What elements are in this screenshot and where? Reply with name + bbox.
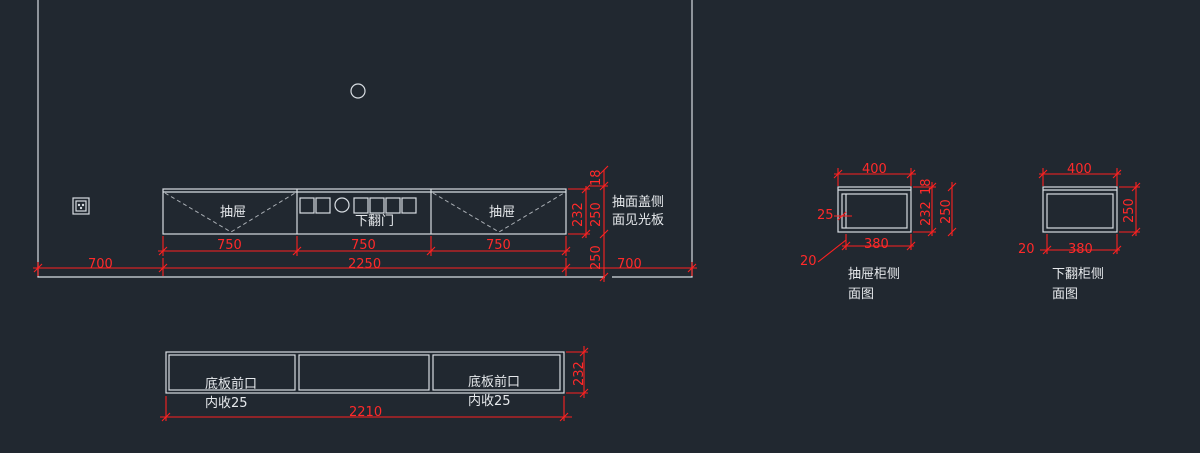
note-line1: 抽面盖侧: [612, 195, 664, 210]
ds-dim-25: 25: [817, 208, 834, 223]
flip-side-caption-1: 下翻柜侧: [1052, 267, 1104, 282]
bottom-plan: [165, 351, 565, 394]
flip-side-view: [1038, 168, 1141, 255]
flip-side-caption-2: 面图: [1052, 287, 1078, 302]
fs-dim-250: 250: [1122, 198, 1137, 223]
flip-door-label: 下翻门: [355, 214, 394, 229]
dim-700-right: 700: [617, 257, 642, 272]
bottom-left-label-1: 底板前口: [205, 376, 257, 392]
dim-2250: 2250: [348, 257, 381, 272]
dim-2210: 2210: [349, 405, 382, 420]
drawer-side-caption-1: 抽屉柜侧: [848, 267, 900, 282]
dim-250: 250: [589, 202, 604, 227]
wall-socket-icon: [72, 197, 90, 215]
fs-dim-380: 380: [1068, 242, 1093, 257]
dim-750-c: 750: [486, 238, 511, 253]
ds-dim-232: 232: [919, 201, 934, 226]
socket-row-icon: [299, 197, 417, 214]
note-line2: 面见光板: [612, 213, 664, 228]
lamp-circle-icon: [350, 83, 366, 99]
bottom-right-label-1: 底板前口: [468, 374, 520, 390]
dim-750-a: 750: [217, 238, 242, 253]
front-dimensions: [33, 165, 697, 282]
dim-700-left: 700: [88, 257, 113, 272]
dim-750-b: 750: [351, 238, 376, 253]
drawer-left-label: 抽屉: [220, 205, 246, 220]
fs-dim-20: 20: [1018, 242, 1035, 257]
drawer-right-label: 抽屉: [489, 205, 515, 220]
dim-232-bottom: 232: [572, 361, 587, 386]
dim-250-b: 250: [589, 245, 604, 270]
drawer-side-view: [817, 168, 957, 263]
wall-outline: [37, 0, 693, 278]
bottom-right-label-2: 内收25: [468, 393, 511, 409]
bottom-left-label-2: 内收25: [205, 395, 248, 411]
fs-dim-400: 400: [1067, 162, 1092, 177]
drawer-side-caption-2: 面图: [848, 287, 874, 302]
ds-dim-18: 18: [919, 178, 934, 195]
tv-cabinet-front: [162, 188, 567, 235]
dim-232: 232: [571, 202, 586, 227]
ds-dim-380: 380: [864, 237, 889, 252]
bottom-dimensions: [160, 346, 589, 422]
dim-18: 18: [589, 169, 604, 186]
ds-dim-20: 20: [800, 254, 817, 269]
ds-dim-250: 250: [939, 199, 954, 224]
ds-dim-400: 400: [862, 162, 887, 177]
